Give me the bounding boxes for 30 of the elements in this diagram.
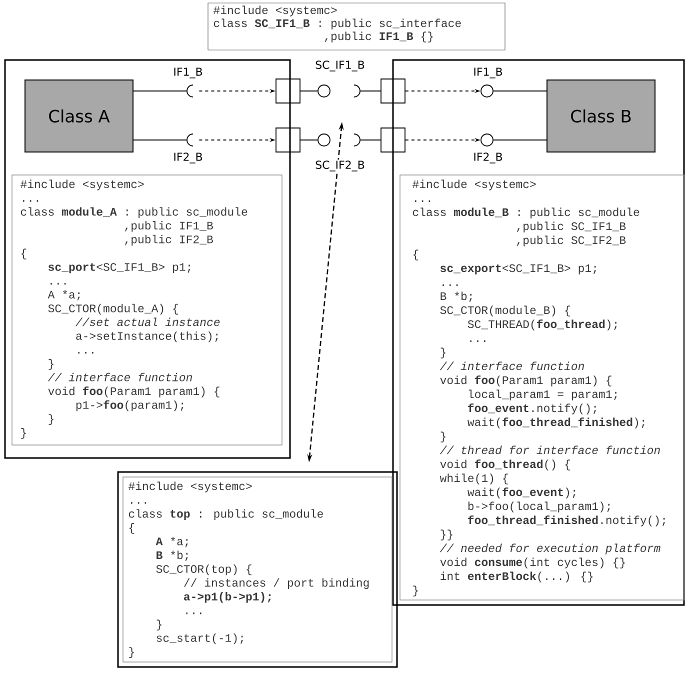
socket-symbol (186, 134, 194, 146)
interface-label: IF2_B (174, 152, 202, 164)
module-box (392, 59, 685, 606)
socket-symbol (186, 84, 194, 98)
socket-symbol (354, 134, 360, 146)
interface-circle (480, 84, 494, 98)
port-square (380, 78, 406, 104)
connector-line (300, 90, 318, 92)
connector-line (133, 90, 188, 92)
code-box: #include <systemc> ... class top : public sc_module { A *a; B *b; SC_CTOR(top) { // instances / port binding a->p1(b->p1); ... } sc_start(-1); } (117, 471, 398, 668)
class-box: Class B (546, 80, 656, 152)
interface-circle (318, 134, 330, 146)
interface-label: SC_IF2_B (314, 160, 366, 172)
code-box: #include <systemc> ... class module_A : public sc_module ,public IF1_B ,public IF2_B { sc_port<SC_IF1_B> p1; ... A *a; SC_CTOR(module_A) { //set actual instance a->setInstance(this); ... } // interface function void foo(Param1 param1) { p1->foo(param1); } } (12, 174, 282, 446)
interface-label: IF1_B (174, 68, 202, 78)
interface-circle (480, 134, 494, 146)
port-square (276, 78, 300, 104)
interface-circle (318, 84, 330, 98)
socket-symbol (354, 84, 360, 98)
code-box: #include <systemc> ... class module_B : public sc_module ,public SC_IF1_B ,public SC_IF2_B { sc_export<SC_IF1_B> p1; ... B *b; SC_CTOR(module_B) { SC_THREAD(foo_thread); ... } // interface function void foo(Param1 param1) { local_param1 = param1; foo_event.notify(); wait(foo_thread_finished); } // thread for interface function void foo_thread() { while(1) { wait(foo_event); b->foo(local_param1); foo_thread_finished.notify(); }} // needed for execution platform void consume(int cycles) {} int enterBlock(...) {} } (400, 174, 684, 600)
port-square (276, 128, 300, 152)
module-box (4, 59, 291, 459)
connector-line (360, 90, 381, 92)
interface-label: IF1_B (474, 68, 502, 78)
port-square (380, 128, 406, 152)
interface-label: IF2_B (474, 152, 502, 164)
connector-line (493, 90, 547, 92)
interface-label: SC_IF1_B (314, 60, 366, 72)
class-box: Class A (24, 80, 134, 152)
code-box: #include <systemc> class SC_IF1_B : public sc_interface ,public IF1_B {} (208, 2, 506, 50)
